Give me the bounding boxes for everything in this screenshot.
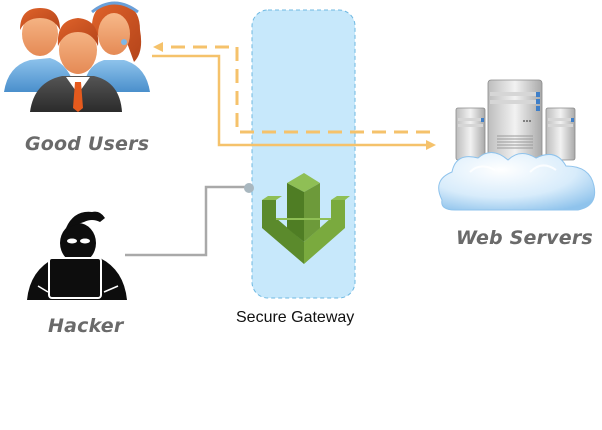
gateway-arrow-icon [262, 173, 350, 264]
secure-gateway-label: Secure Gateway [236, 309, 355, 326]
return-arrowhead-icon [153, 42, 163, 52]
hacker-flow-line [125, 183, 254, 257]
servers-cloud-icon [438, 79, 596, 211]
hacker-icon [27, 211, 127, 300]
hacker-label: Hacker [48, 315, 124, 337]
good-users-label: Good Users [25, 133, 150, 155]
return-flow-dashed [153, 42, 430, 134]
users-group-icon [4, 1, 150, 112]
web-servers-label: Web Servers [456, 227, 593, 249]
request-flow-solid [152, 54, 436, 150]
request-arrowhead-icon [426, 140, 436, 150]
